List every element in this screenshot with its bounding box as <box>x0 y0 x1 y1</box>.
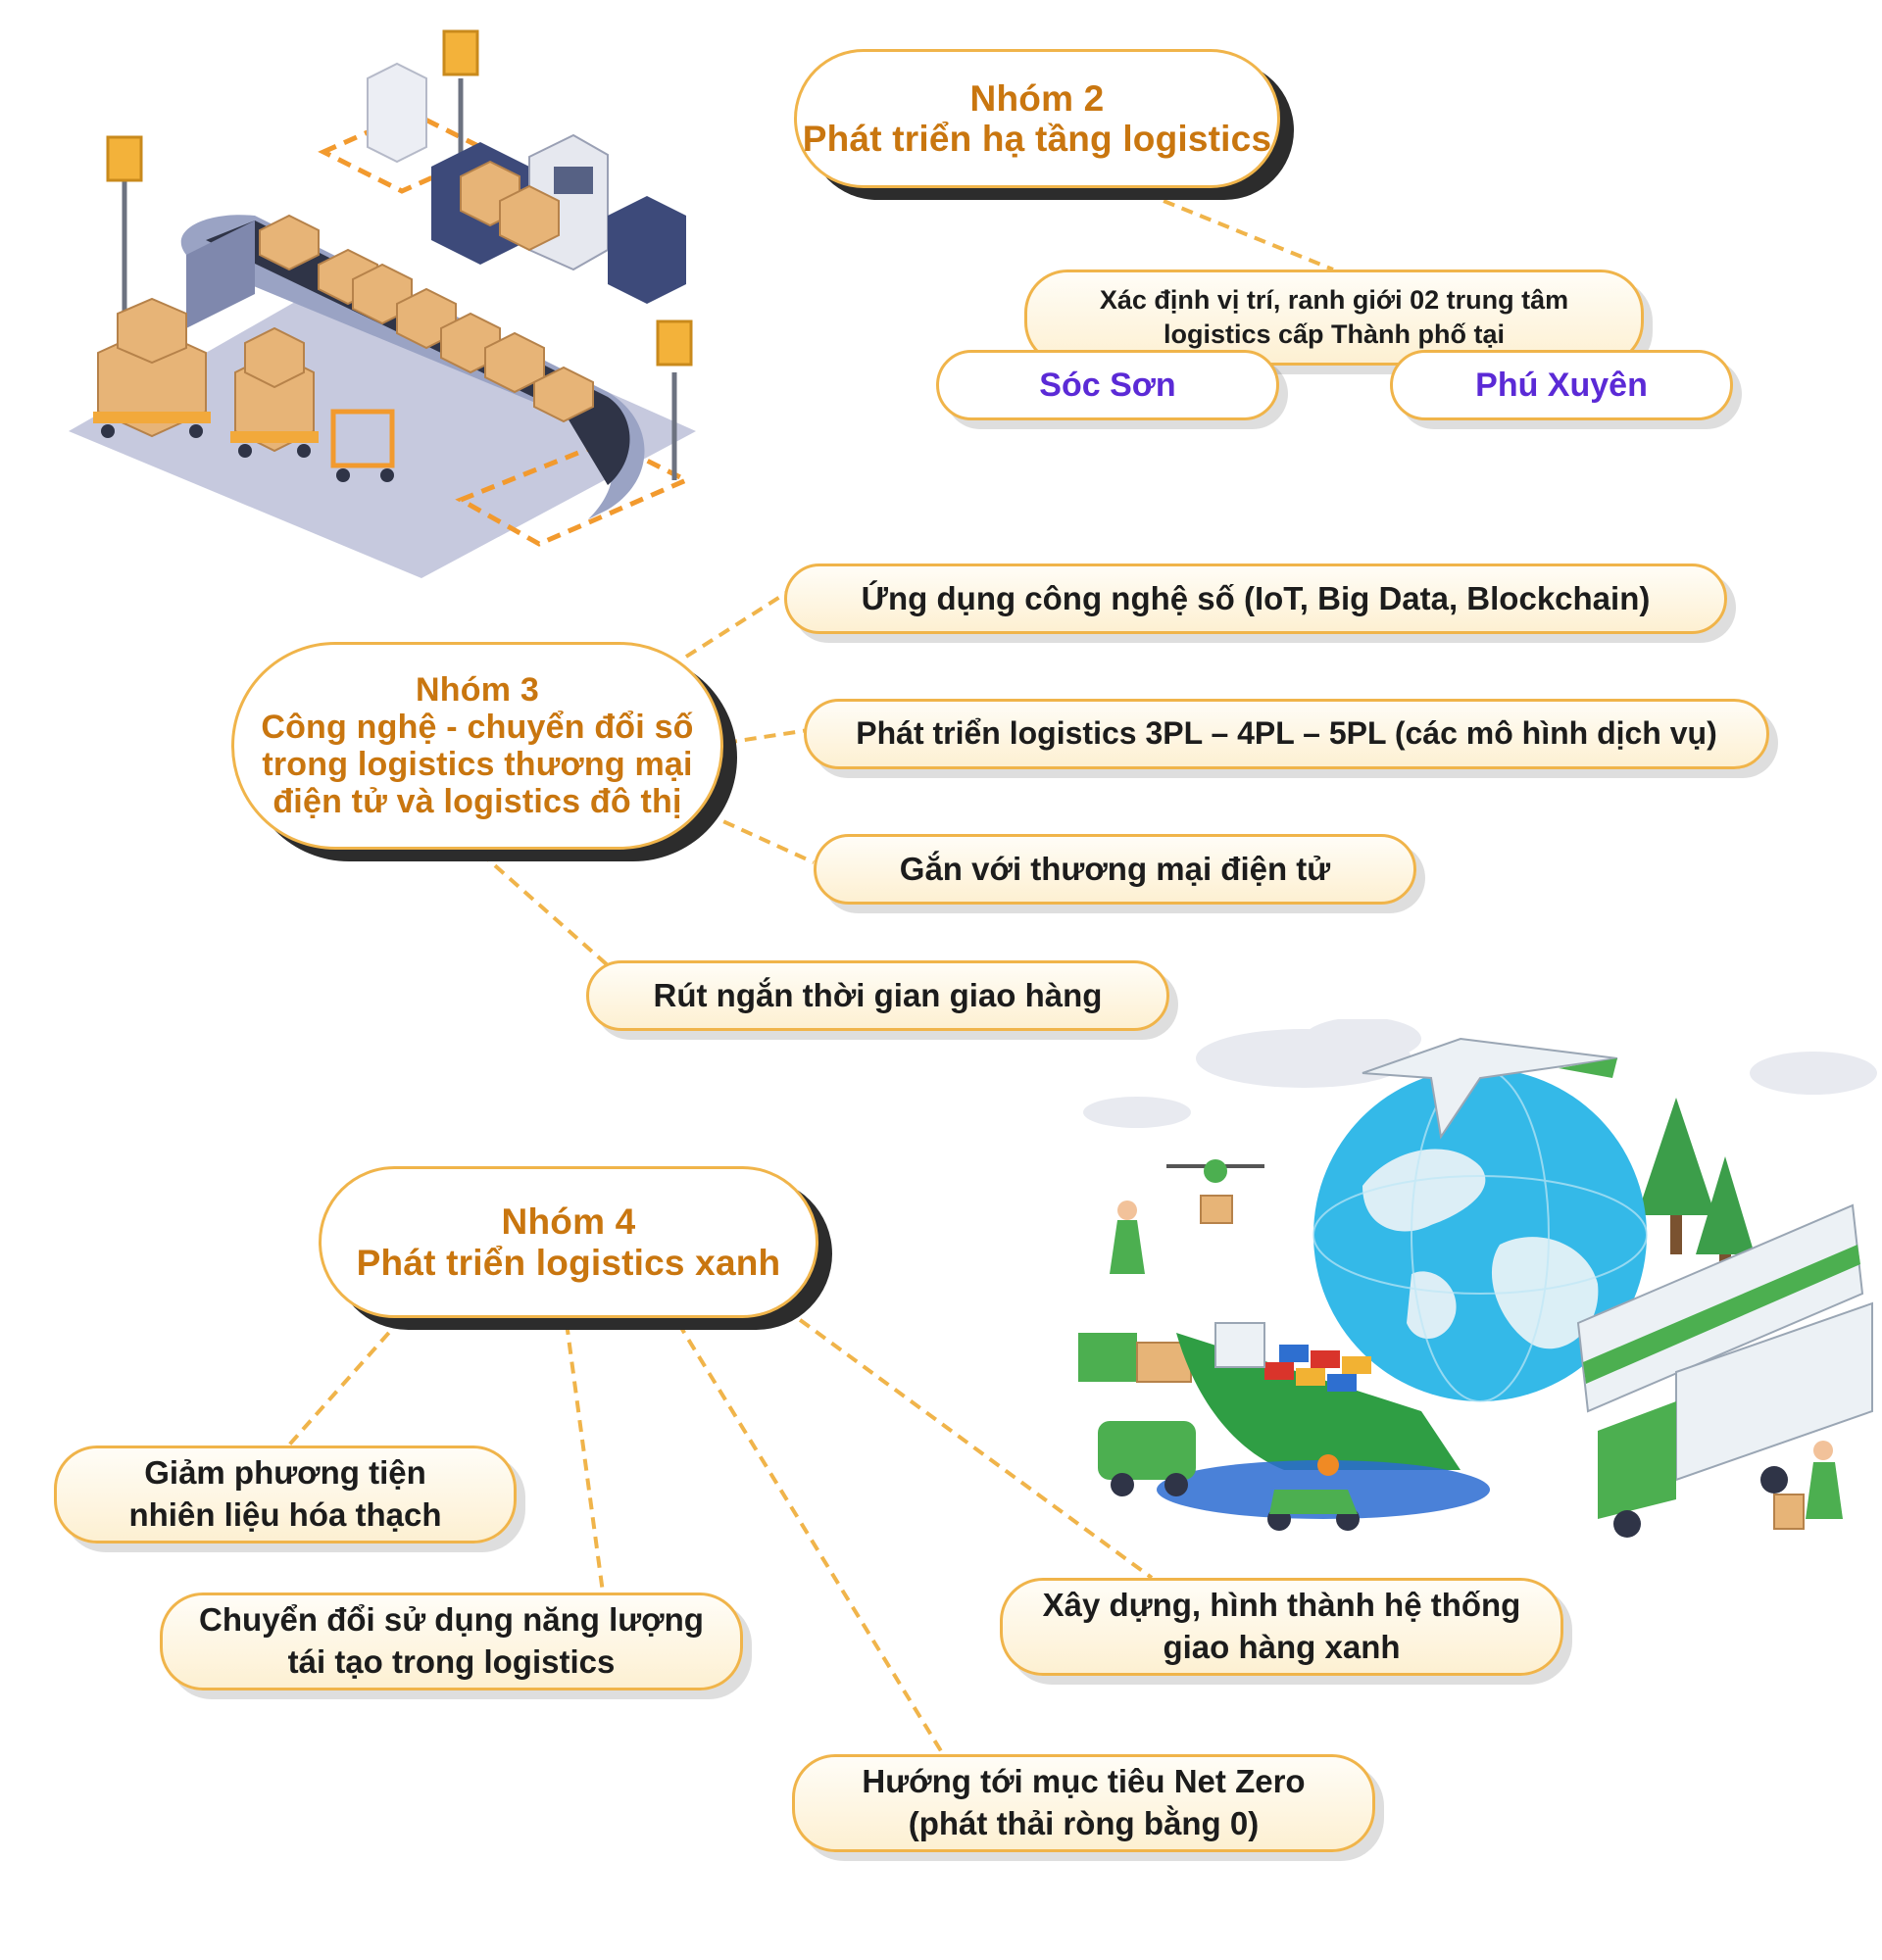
person <box>1110 1220 1145 1274</box>
centers-line-1: Xác định vị trí, ranh giới 02 trung tâm <box>1099 284 1569 315</box>
location-phu-xuyen-label: Phú Xuyên <box>1475 366 1648 404</box>
conveyor-belt <box>206 220 630 485</box>
car <box>1098 1421 1196 1480</box>
trolley-boxes <box>97 297 315 453</box>
connector-group3-item1 <box>684 586 796 659</box>
connector-group3-item3 <box>705 811 815 864</box>
centers-location-pill: Xác định vị trí, ranh giới 02 trung tâm … <box>1024 270 1644 366</box>
group-4-title: Nhóm 4 Phát triển logistics xanh <box>319 1166 818 1318</box>
forklift <box>1078 1333 1137 1382</box>
group-3-item-1-label: Ứng dụng công nghệ số (IoT, Big Data, Bl… <box>861 579 1651 616</box>
group-4-item-renewable-energy: Chuyển đổi sử dụng năng lượng tái tạo tr… <box>160 1592 743 1690</box>
sign-board <box>442 29 479 76</box>
group-2-title: Nhóm 2 Phát triển hạ tầng logistics <box>794 49 1280 188</box>
trolley-cart <box>330 409 395 468</box>
group-3-item-3pl-5pl: Phát triển logistics 3PL – 4PL – 5PL (cá… <box>804 699 1769 769</box>
group-3-item-delivery-time: Rút ngắn thời gian giao hàng <box>586 960 1169 1031</box>
group-4-item-2-line-1: Chuyển đổi sử dụng năng lượng <box>199 1601 704 1639</box>
location-soc-son: Sóc Sơn <box>936 350 1279 420</box>
group-3-item-3-label: Gắn với thương mại điện tử <box>899 850 1331 887</box>
group-3-label: Nhóm 3 <box>416 670 539 709</box>
connector-group2-centers <box>1126 184 1334 271</box>
boxes-on-conveyor <box>259 160 594 423</box>
warehouse-floor <box>69 274 696 578</box>
machine-screen <box>554 167 593 194</box>
group-3-heading-line-2: trong logistics thương mại <box>262 746 693 783</box>
group-4-heading: Phát triển logistics xanh <box>356 1242 781 1283</box>
centers-line-2: logistics cấp Thành phố tại <box>1163 319 1506 349</box>
group-4-item-4-line-2: giao hàng xanh <box>1163 1629 1401 1665</box>
machine <box>608 196 686 304</box>
tree <box>1696 1156 1755 1254</box>
location-phu-xuyen: Phú Xuyên <box>1390 350 1733 420</box>
group-4-item-fossil-fuel: Giảm phương tiện nhiên liệu hóa thạch <box>54 1446 517 1544</box>
group-4-item-1-line-2: nhiên liệu hóa thạch <box>128 1496 442 1533</box>
location-soc-son-label: Sóc Sơn <box>1039 366 1176 404</box>
group-3-heading-line-1: Công nghệ - chuyển đổi số <box>261 708 694 746</box>
group-3-item-4-label: Rút ngắn thời gian giao hàng <box>653 976 1103 1013</box>
connector-group4-item4 <box>782 1306 1154 1580</box>
group-4-item-net-zero: Hướng tới mục tiêu Net Zero (phát thải r… <box>792 1754 1375 1852</box>
courier <box>1806 1462 1843 1519</box>
group-4-label: Nhóm 4 <box>501 1201 636 1243</box>
conveyor-frame <box>180 215 645 519</box>
group-3-item-2-label: Phát triển logistics 3PL – 4PL – 5PL (cá… <box>856 715 1717 752</box>
group-3-title: Nhóm 3 Công nghệ - chuyển đổi số trong l… <box>231 642 723 850</box>
group-2-heading: Phát triển hạ tầng logistics <box>802 119 1272 159</box>
clouds <box>1083 1019 1877 1128</box>
group-2-label: Nhóm 2 <box>969 77 1105 119</box>
connector-group3-item4 <box>478 851 610 967</box>
floor-zone-2 <box>455 438 692 547</box>
group-4-item-3-line-1: Hướng tới mục tiêu Net Zero <box>862 1763 1306 1800</box>
machine <box>367 62 427 164</box>
trolley-base <box>230 431 319 443</box>
sign-board <box>106 135 143 182</box>
conveyor-side <box>186 220 255 328</box>
connector-group3-item2 <box>724 728 810 745</box>
containers <box>1264 1345 1371 1392</box>
group-4-item-green-delivery: Xây dựng, hình thành hệ thống giao hàng … <box>1000 1578 1563 1676</box>
connector-group4-item3 <box>676 1321 945 1756</box>
scooter <box>1269 1490 1358 1514</box>
group-4-item-1-line-1: Giảm phương tiện <box>144 1454 426 1492</box>
group-3-item-ecommerce: Gắn với thương mại điện tử <box>814 834 1416 905</box>
group-3-item-digital-tech: Ứng dụng công nghệ số (IoT, Big Data, Bl… <box>784 564 1727 634</box>
connector-group4-item2 <box>565 1322 605 1593</box>
group-4-item-2-line-2: tái tạo trong logistics <box>287 1643 616 1680</box>
trolley-base <box>93 412 211 423</box>
connector-group4-item1 <box>282 1316 404 1452</box>
tree <box>1637 1098 1715 1215</box>
drone <box>1166 1159 1264 1224</box>
conveyor-warehouse-illustration <box>69 29 696 578</box>
group-3-heading-line-3: điện tử và logistics đô thị <box>272 783 682 821</box>
group-4-item-3-line-2: (phát thải ròng bằng 0) <box>908 1805 1260 1841</box>
green-logistics-globe-illustration <box>1078 1019 1877 1538</box>
group-4-item-4-line-1: Xây dựng, hình thành hệ thống <box>1042 1587 1521 1624</box>
sign-board <box>656 319 693 367</box>
